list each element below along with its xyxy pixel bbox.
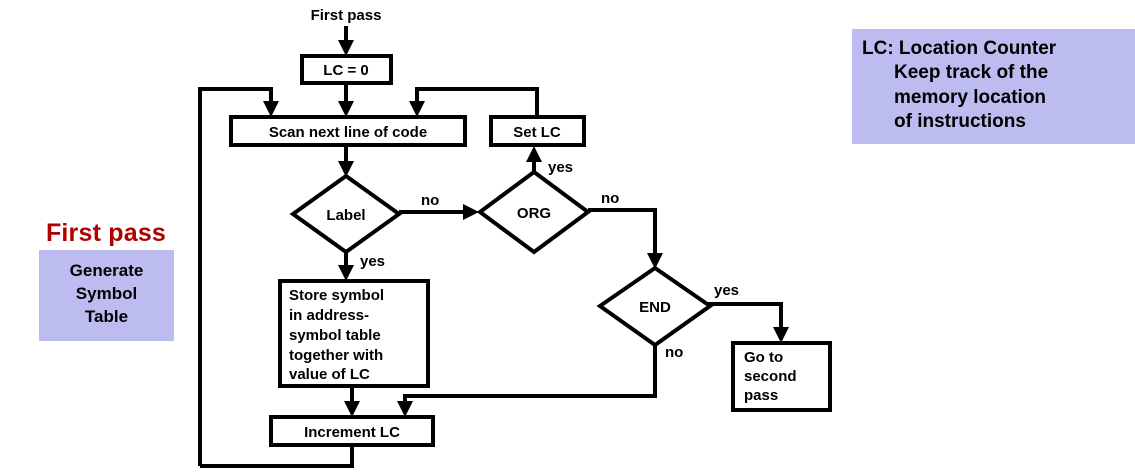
node-scan-next-line-label: Scan next line of code <box>269 124 427 141</box>
node-set-lc-label: Set LC <box>513 124 561 141</box>
node-store-symbol-line-2: in address- <box>289 307 369 324</box>
node-set-lc[interactable]: Set LC <box>489 115 586 147</box>
node-store-symbol-line-1: Store symbol <box>289 287 384 304</box>
edge-label-org-no: no <box>601 190 619 207</box>
edge-label-org-yes: yes <box>548 159 573 176</box>
legend-box: LC: Location Counter Keep track of the m… <box>852 29 1135 145</box>
node-go-to-second-pass-line-2: second <box>744 368 797 385</box>
node-store-symbol-line-4: together with <box>289 347 383 364</box>
edge-end-yes-to-second-pass: yes <box>707 282 789 343</box>
node-label-decision[interactable]: Label <box>289 173 403 255</box>
node-go-to-second-pass[interactable]: Go to second pass <box>731 341 832 412</box>
edge-label-label-yes: yes <box>360 253 385 270</box>
edge-label-end-no: no <box>665 344 683 361</box>
node-end-decision-label: END <box>639 299 671 316</box>
edge-scan-to-label <box>338 145 354 177</box>
node-store-symbol-line-5: value of LC <box>289 366 370 383</box>
edge-end-no-to-increment: no <box>397 344 683 417</box>
edge-store-to-increment <box>344 386 360 417</box>
edge-label-label-no: no <box>421 192 439 209</box>
left-annotation-box: Generate Symbol Table <box>39 250 174 342</box>
node-label-decision-label: Label <box>326 207 365 224</box>
legend-line-3: memory location <box>894 86 1047 108</box>
edge-entry-to-lc-zero <box>338 26 354 56</box>
edge-increment-lc-loopback-to-scan <box>198 87 279 466</box>
left-annotation: First pass Generate Symbol Table <box>20 219 192 342</box>
node-store-symbol-line-3: symbol table <box>289 327 381 344</box>
edge-org-yes-to-set-lc: yes <box>526 146 573 176</box>
left-annotation-line-2: Symbol <box>75 284 138 304</box>
node-end-decision[interactable]: END <box>596 265 714 348</box>
legend-line-2: Keep track of the <box>894 62 1049 84</box>
left-annotation-line-3: Table <box>84 307 129 327</box>
node-scan-next-line[interactable]: Scan next line of code <box>229 115 467 147</box>
edge-org-no-to-end: no <box>588 190 663 269</box>
node-lc-zero[interactable]: LC = 0 <box>300 54 393 85</box>
edge-label-yes-to-store: yes <box>338 252 385 281</box>
legend-line-4: of instructions <box>894 110 1026 132</box>
edge-set-lc-to-scan <box>409 87 539 117</box>
entry-label-first-pass: First pass <box>311 7 382 24</box>
node-go-to-second-pass-line-3: pass <box>744 387 778 404</box>
edge-increment-lc-to-bottom-rail <box>200 445 354 468</box>
node-increment-lc[interactable]: Increment LC <box>269 415 435 447</box>
left-annotation-title: First pass <box>45 219 167 247</box>
edge-lc-zero-to-scan <box>338 83 354 117</box>
edge-label-end-yes: yes <box>714 282 739 299</box>
node-lc-zero-label: LC = 0 <box>323 62 368 79</box>
node-org-decision[interactable]: ORG <box>476 169 592 255</box>
left-annotation-line-1: Generate <box>69 261 144 281</box>
node-store-symbol[interactable]: Store symbol in address- symbol table to… <box>278 279 430 388</box>
node-go-to-second-pass-line-1: Go to <box>744 349 783 366</box>
edge-label-no-to-org: no <box>399 192 479 220</box>
legend-line-1: LC: Location Counter <box>862 38 1057 59</box>
node-increment-lc-label: Increment LC <box>304 424 400 441</box>
node-org-decision-label: ORG <box>517 205 551 222</box>
